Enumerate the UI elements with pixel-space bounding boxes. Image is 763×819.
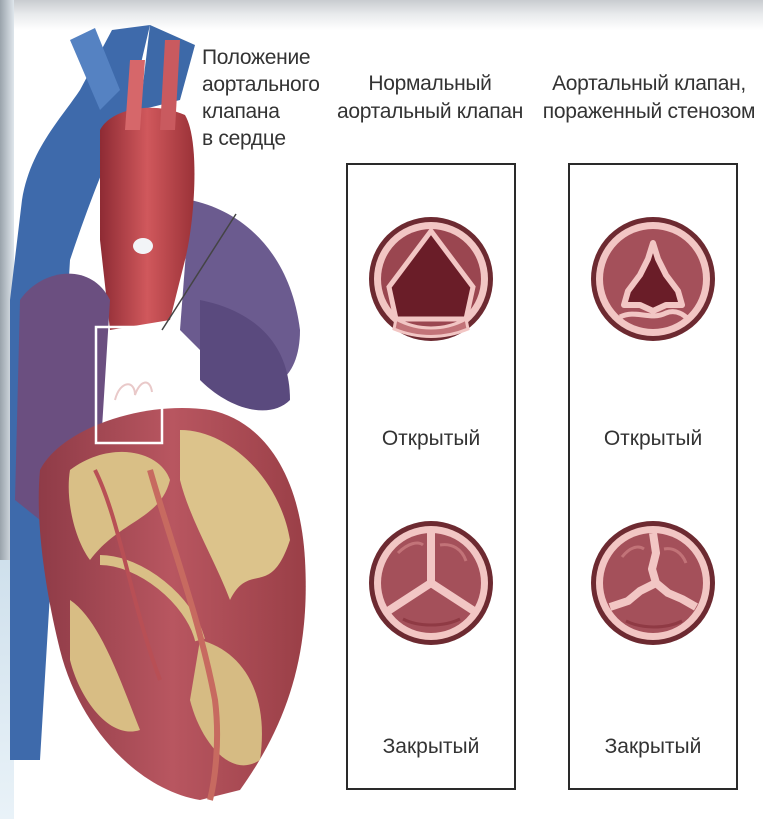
normal-header-line-2: аортальный клапан: [330, 98, 530, 126]
stenosis-valve-panel: Открытый Закрытый: [568, 163, 738, 790]
stenosis-closed-label: Закрытый: [568, 735, 738, 759]
valve-position-callout: Положение аортального клапана в сердце: [202, 44, 342, 152]
normal-valve-panel: Открытый Закрытый: [346, 163, 516, 790]
callout-line-1: Положение: [202, 44, 342, 71]
normal-open-label: Открытый: [346, 427, 516, 451]
stenosis-open-valve: [570, 179, 736, 379]
callout-line-3: клапана: [202, 98, 342, 125]
stenosis-closed-valve: [570, 483, 736, 683]
callout-line-2: аортального: [202, 71, 342, 98]
normal-valve-header: Нормальный аортальный клапан: [330, 70, 530, 126]
normal-open-valve: [348, 179, 514, 379]
stenosis-open-label: Открытый: [568, 427, 738, 451]
stenosis-header-line-2: пораженный стенозом: [535, 98, 763, 126]
stenosis-header-line-1: Аортальный клапан,: [535, 70, 763, 98]
stenosis-valve-header: Аортальный клапан, пораженный стенозом: [535, 70, 763, 126]
callout-line-4: в сердце: [202, 125, 342, 152]
aorta: [100, 108, 194, 330]
normal-closed-valve: [348, 483, 514, 683]
normal-closed-label: Закрытый: [346, 735, 516, 759]
normal-header-line-1: Нормальный: [330, 70, 530, 98]
